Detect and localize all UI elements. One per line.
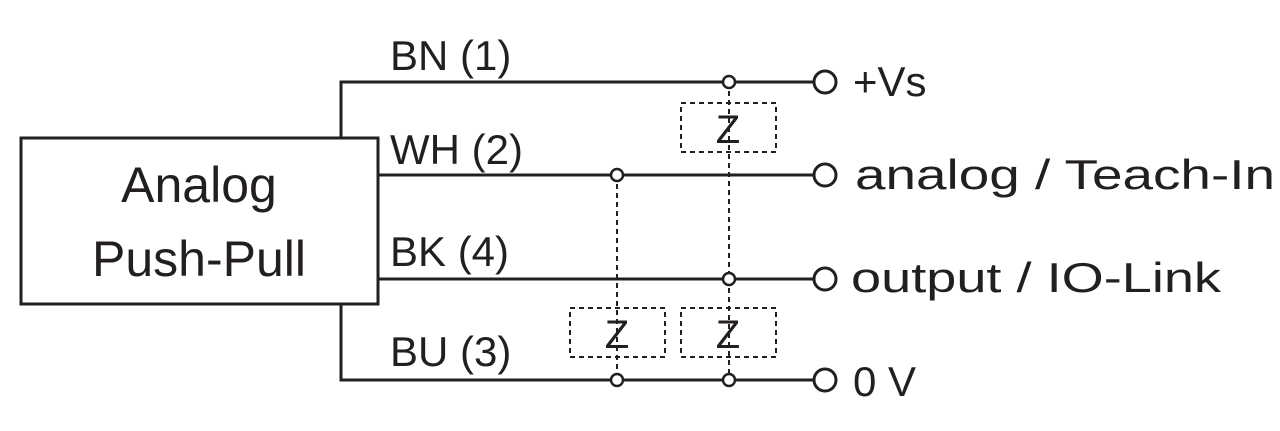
block-title-line2: Push-Pull [92, 231, 306, 287]
load-label-bk-bu: Z [716, 313, 740, 357]
terminal-label-vs: +Vs [853, 58, 927, 105]
wire-bu [339, 304, 814, 382]
wire-label-bn: BN (1) [390, 32, 511, 79]
load-box-wh-bu: Z [569, 307, 666, 358]
wire-label-bu: BU (3) [390, 328, 511, 375]
load-label-wh-bu: Z [605, 313, 629, 357]
terminal-output [812, 266, 838, 292]
load-box-bk-bu: Z [680, 307, 777, 358]
junction-node [721, 372, 737, 388]
terminal-0v [812, 367, 838, 393]
terminal-label-output: output / IO-Link [851, 254, 1222, 301]
junction-node [609, 167, 625, 183]
terminal-label-0v: 0 V [853, 358, 916, 405]
wire-bn [339, 80, 814, 138]
wire-label-bk: BK (4) [390, 228, 509, 275]
terminal-vs [812, 69, 838, 95]
load-label-bn-bk: Z [716, 108, 740, 152]
junction-node [609, 372, 625, 388]
junction-node [721, 74, 737, 90]
load-box-bn-bk: Z [680, 102, 777, 153]
terminal-analog [812, 162, 838, 188]
analog-push-pull-block [19, 136, 380, 306]
wire-label-wh: WH (2) [390, 126, 523, 173]
junction-node [721, 271, 737, 287]
block-title-line1: Analog [121, 157, 277, 213]
terminal-label-analog: analog / Teach-In [855, 151, 1275, 198]
